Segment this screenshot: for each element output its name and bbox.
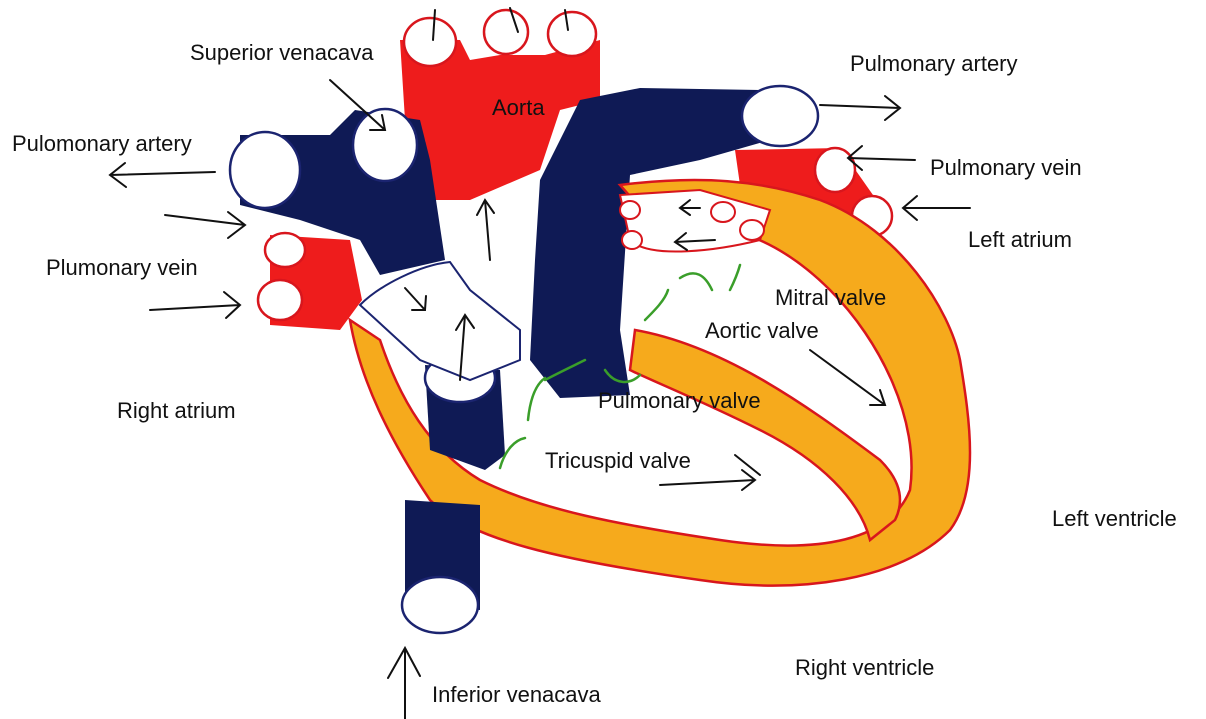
arrow-icon — [848, 146, 915, 170]
label-pulmonary-artery-right: Pulmonary artery — [850, 53, 1018, 75]
label-inferior-venacava: Inferior venacava — [432, 684, 601, 706]
arrow-icon — [810, 350, 885, 405]
label-left-atrium: Left atrium — [968, 229, 1072, 251]
left-pulmonary-veins — [258, 233, 362, 330]
label-tricuspid-valve: Tricuspid valve — [545, 450, 691, 472]
mitral-valve-flap — [730, 265, 740, 290]
arrow-icon — [735, 455, 760, 475]
label-pulmonary-valve: Pulmonary valve — [598, 390, 761, 412]
label-superior-venacava: Superior venacava — [190, 42, 373, 64]
mitral-valve-flap — [680, 273, 712, 290]
label-mitral-valve: Mitral valve — [775, 287, 886, 309]
arrow-icon — [388, 648, 420, 719]
label-plumonary-vein-left: Plumonary vein — [46, 257, 198, 279]
label-pulmonary-vein-right: Pulmonary vein — [930, 157, 1082, 179]
label-right-atrium: Right atrium — [117, 400, 236, 422]
arrow-icon — [110, 163, 215, 187]
aortic-valve-flap — [645, 290, 668, 320]
label-left-ventricle: Left ventricle — [1052, 508, 1177, 530]
label-aortic-valve: Aortic valve — [705, 320, 819, 342]
label-aorta: Aorta — [492, 97, 545, 119]
arrow-icon — [903, 196, 970, 220]
arrow-icon — [150, 292, 240, 318]
arrow-icon — [165, 212, 245, 238]
arrow-icon — [820, 96, 900, 120]
tricuspid-valve-flap — [528, 378, 545, 420]
arrow-icon — [477, 200, 494, 260]
arrow-icon — [660, 470, 755, 490]
label-right-ventricle: Right ventricle — [795, 657, 934, 679]
label-pulomonary-artery-left: Pulomonary artery — [12, 133, 192, 155]
